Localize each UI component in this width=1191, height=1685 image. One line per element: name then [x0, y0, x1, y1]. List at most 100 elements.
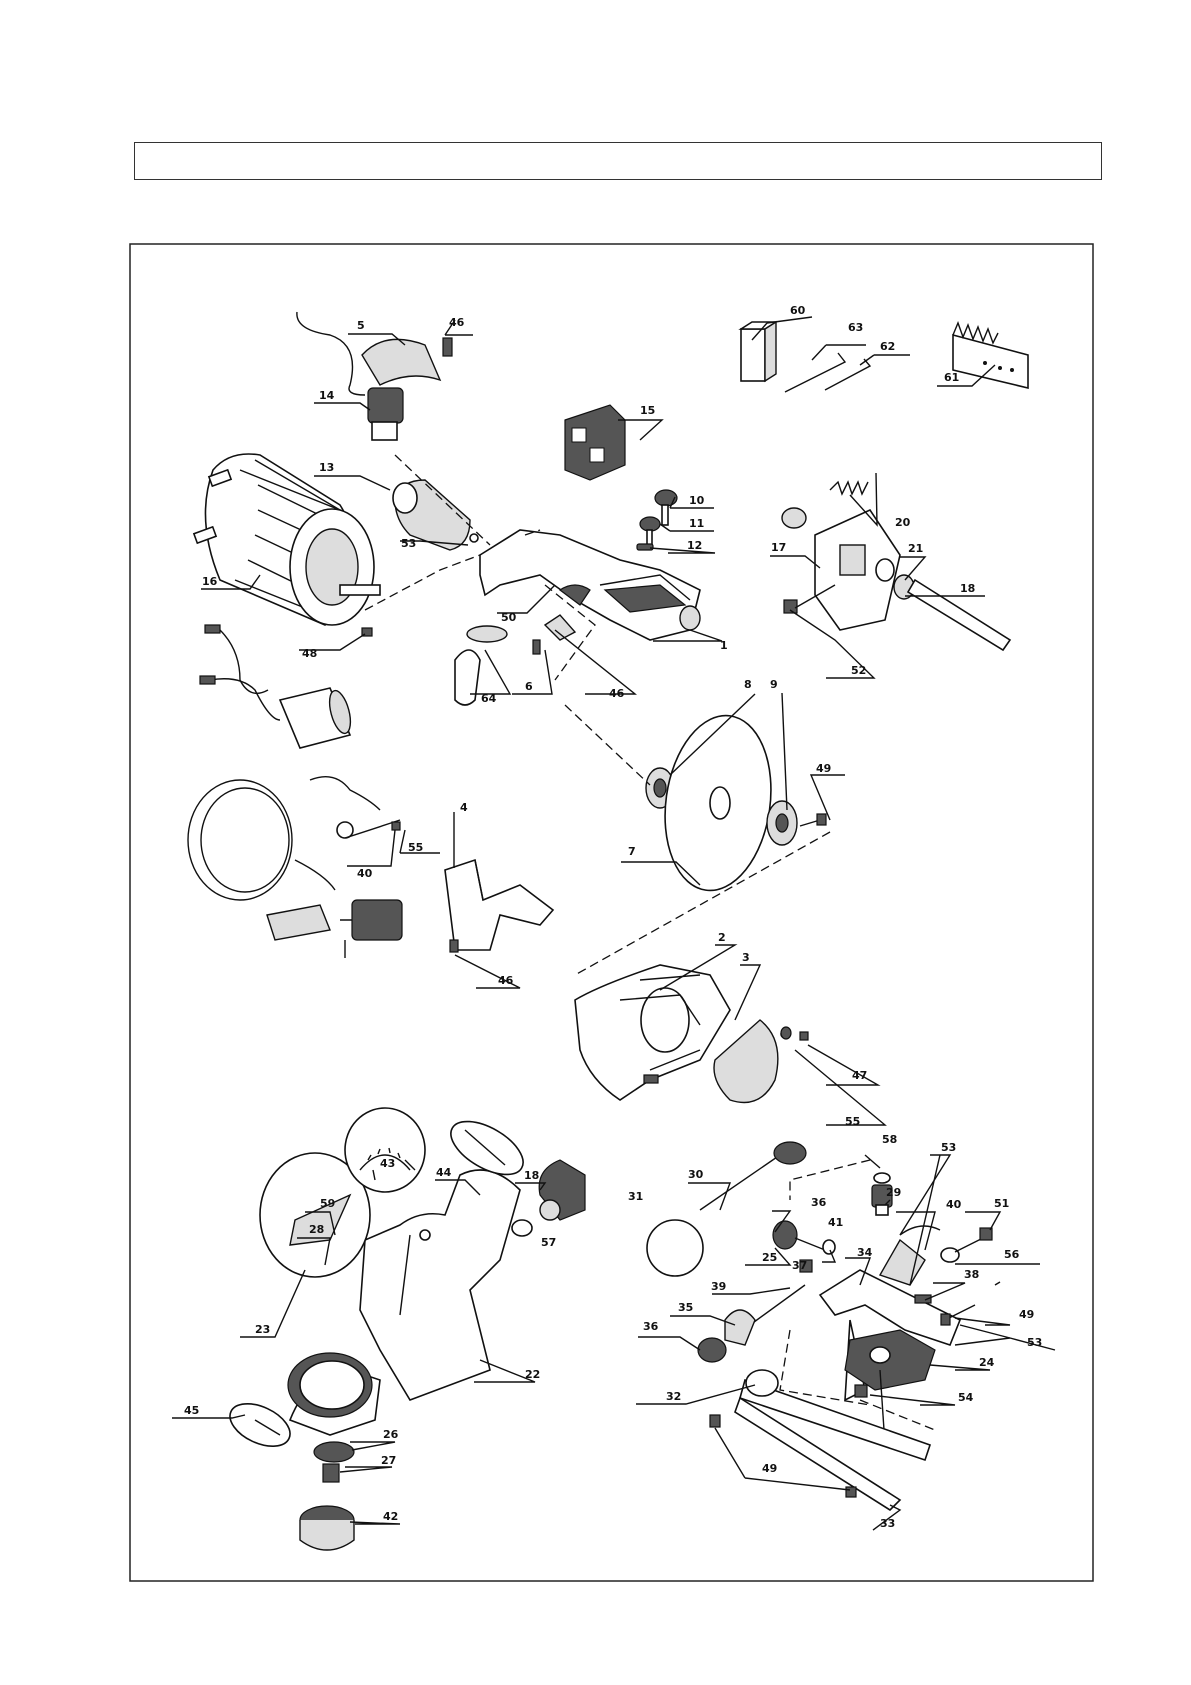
label-17: 17 — [771, 541, 786, 554]
rail-33 — [735, 1380, 930, 1510]
label-39: 39 — [711, 1280, 726, 1293]
label-38: 38 — [964, 1268, 979, 1281]
label-46c: 46 — [498, 974, 514, 987]
label-55a: 55 — [408, 841, 423, 854]
bolt-49c-left — [710, 1415, 720, 1427]
label-50: 50 — [501, 611, 517, 624]
motor — [194, 454, 380, 625]
label-53a: 53 — [401, 537, 416, 550]
clip-55a — [392, 822, 400, 830]
label-4: 4 — [460, 801, 468, 814]
switch-cover — [297, 312, 440, 440]
screw-46c — [450, 940, 458, 952]
part-25 — [773, 1221, 825, 1250]
label-43: 43 — [380, 1157, 395, 1170]
label-64: 64 — [481, 692, 497, 705]
label-3: 3 — [742, 951, 750, 964]
label-18a: 18 — [960, 582, 975, 595]
lever-35 — [725, 1310, 755, 1345]
scale-45 — [223, 1395, 296, 1455]
label-1: 1 — [720, 639, 728, 652]
accessory-block — [741, 322, 776, 381]
label-52: 52 — [851, 664, 866, 677]
screw-46a — [443, 338, 452, 356]
label-2: 2 — [718, 931, 726, 944]
nut-small — [644, 1075, 658, 1083]
washer-55b — [781, 1027, 791, 1039]
knob-11 — [640, 517, 660, 546]
label-51: 51 — [994, 1197, 1009, 1210]
label-49c: 49 — [762, 1462, 777, 1475]
washer-56 — [941, 1248, 959, 1262]
label-28: 28 — [309, 1223, 324, 1236]
nut-54 — [855, 1385, 867, 1397]
knob-42 — [300, 1506, 354, 1550]
label-53c: 53 — [1027, 1336, 1042, 1349]
label-21: 21 — [908, 542, 923, 555]
label-60: 60 — [790, 304, 806, 317]
label-46a: 46 — [449, 316, 465, 329]
switch-15 — [565, 405, 625, 480]
label-5: 5 — [357, 319, 365, 332]
label-22: 22 — [525, 1368, 540, 1381]
label-49b: 49 — [1019, 1308, 1034, 1321]
gauge-43 — [345, 1108, 425, 1192]
cover-3 — [714, 1020, 789, 1103]
cable-assembly — [188, 625, 402, 958]
label-26: 26 — [383, 1428, 399, 1441]
label-53b: 53 — [941, 1141, 956, 1154]
label-41: 41 — [828, 1216, 843, 1229]
comb-plate — [953, 323, 1028, 388]
label-18b: 18 — [524, 1169, 539, 1182]
label-63: 63 — [848, 321, 863, 334]
spring-20 — [830, 482, 868, 494]
label-58: 58 — [882, 1133, 897, 1146]
link-40b — [880, 1226, 940, 1285]
label-40a: 40 — [357, 867, 373, 880]
label-62: 62 — [880, 340, 895, 353]
guard-4 — [445, 860, 553, 950]
label-54: 54 — [958, 1391, 974, 1404]
pin-12 — [637, 544, 653, 550]
ring-58 — [874, 1173, 890, 1183]
label-59: 59 — [320, 1197, 335, 1210]
hex-key-large — [785, 353, 845, 392]
label-7: 7 — [628, 845, 636, 858]
washer-26 — [314, 1442, 354, 1462]
flange-9 — [767, 801, 797, 845]
label-6: 6 — [525, 680, 533, 693]
bolt-51 — [955, 1228, 992, 1252]
bracket-17 — [782, 508, 900, 630]
label-61: 61 — [944, 371, 959, 384]
part-32 — [746, 1370, 778, 1396]
nut-36b — [698, 1338, 726, 1362]
bolt-39 — [750, 1285, 805, 1325]
label-34: 34 — [857, 1246, 873, 1259]
label-48: 48 — [302, 647, 317, 660]
label-13: 13 — [319, 461, 334, 474]
label-25: 25 — [762, 1251, 777, 1264]
bolt-49c-right — [846, 1487, 856, 1497]
label-15: 15 — [640, 404, 655, 417]
bolt-49a — [800, 814, 826, 826]
label-10: 10 — [689, 494, 705, 507]
label-42: 42 — [383, 1510, 398, 1523]
shaft-18 — [908, 580, 1010, 650]
label-47: 47 — [852, 1069, 867, 1082]
label-9: 9 — [770, 678, 778, 691]
label-49a: 49 — [816, 762, 831, 775]
label-12: 12 — [687, 539, 702, 552]
label-45: 45 — [184, 1404, 199, 1417]
label-36a: 36 — [811, 1196, 827, 1209]
label-55b: 55 — [845, 1115, 860, 1128]
label-33: 33 — [880, 1517, 895, 1530]
label-32: 32 — [666, 1390, 681, 1403]
hex-key-small — [825, 359, 870, 390]
label-35: 35 — [678, 1301, 693, 1314]
label-37: 37 — [792, 1259, 807, 1272]
washer-41 — [823, 1240, 835, 1254]
label-44: 44 — [436, 1166, 452, 1179]
label-31: 31 — [628, 1190, 643, 1203]
label-29: 29 — [886, 1186, 901, 1199]
